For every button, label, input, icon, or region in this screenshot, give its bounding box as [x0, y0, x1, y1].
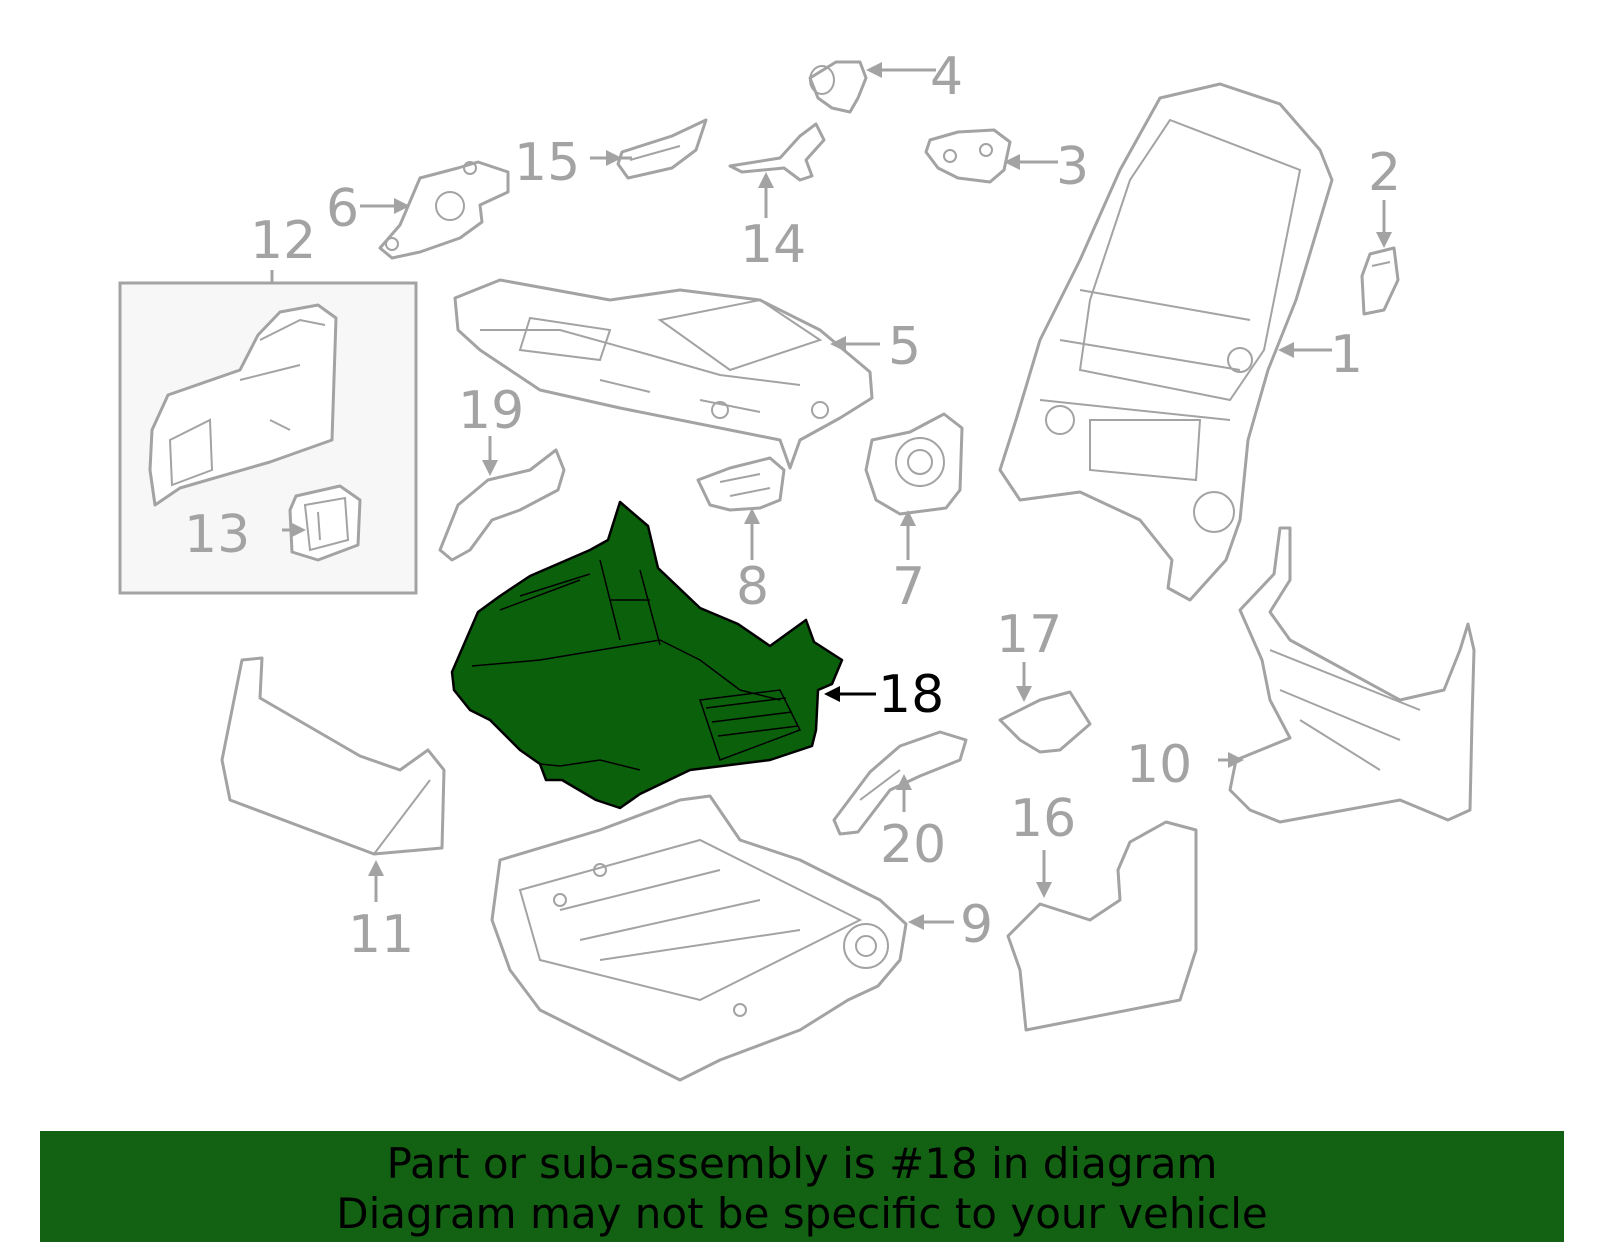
part-15-clip[interactable]: [616, 118, 708, 180]
callout-7: 7: [892, 557, 925, 617]
callout-labels: 4 15 14 3 6 12 2 5 1 19 13 8 7 17 18 10 …: [184, 47, 1401, 965]
callout-15: 15: [514, 133, 580, 193]
callout-16: 16: [1010, 789, 1076, 849]
callout-4: 4: [930, 47, 963, 107]
callout-1: 1: [1330, 325, 1363, 385]
callout-11: 11: [348, 905, 414, 965]
part-19-trim[interactable]: [438, 448, 566, 562]
part-1-seatback-frame[interactable]: [998, 82, 1334, 602]
callout-6: 6: [326, 179, 359, 239]
callout-17: 17: [996, 605, 1062, 665]
part-12-side-panel[interactable]: [148, 303, 338, 507]
part-11-front-trim[interactable]: [220, 656, 446, 856]
callout-13: 13: [184, 505, 250, 565]
callout-20: 20: [880, 815, 946, 875]
info-banner: Part or sub-assembly is #18 in diagram D…: [40, 1131, 1564, 1242]
banner-line-1: Part or sub-assembly is #18 in diagram: [386, 1139, 1218, 1188]
part-14-rod[interactable]: [728, 122, 826, 182]
callout-2: 2: [1368, 143, 1401, 203]
callout-8: 8: [736, 557, 769, 617]
part-4-guide[interactable]: [808, 60, 868, 114]
callout-14: 14: [740, 215, 806, 275]
part-16-side-cover[interactable]: [1006, 820, 1198, 1032]
callout-10: 10: [1126, 735, 1192, 795]
part-5-cushion-frame[interactable]: [453, 278, 874, 470]
part-7-recliner[interactable]: [864, 412, 964, 516]
callout-19: 19: [458, 381, 524, 441]
part-2-clip[interactable]: [1360, 246, 1400, 316]
part-3-bracket[interactable]: [924, 128, 1012, 184]
leader-lines: [282, 62, 1392, 930]
part-6-hinge-bracket[interactable]: [378, 160, 510, 260]
part-9-seat-base[interactable]: [490, 794, 908, 1082]
part-17-cover[interactable]: [998, 690, 1092, 754]
part-18-seat-tray[interactable]: [450, 500, 844, 810]
callout-3: 3: [1056, 137, 1089, 197]
part-13-bracket[interactable]: [288, 484, 362, 562]
callout-18: 18: [878, 665, 944, 725]
callout-5: 5: [888, 317, 921, 377]
callout-9: 9: [960, 895, 993, 955]
banner-line-2: Diagram may not be specific to your vehi…: [336, 1189, 1268, 1238]
callout-12: 12: [250, 211, 316, 271]
part-8-cover[interactable]: [696, 456, 786, 512]
part-10-back-cover[interactable]: [1228, 526, 1476, 824]
exploded-parts-diagram: 4 15 14 3 6 12 2 5 1 19 13 8 7 17 18 10 …: [118, 47, 1476, 1082]
